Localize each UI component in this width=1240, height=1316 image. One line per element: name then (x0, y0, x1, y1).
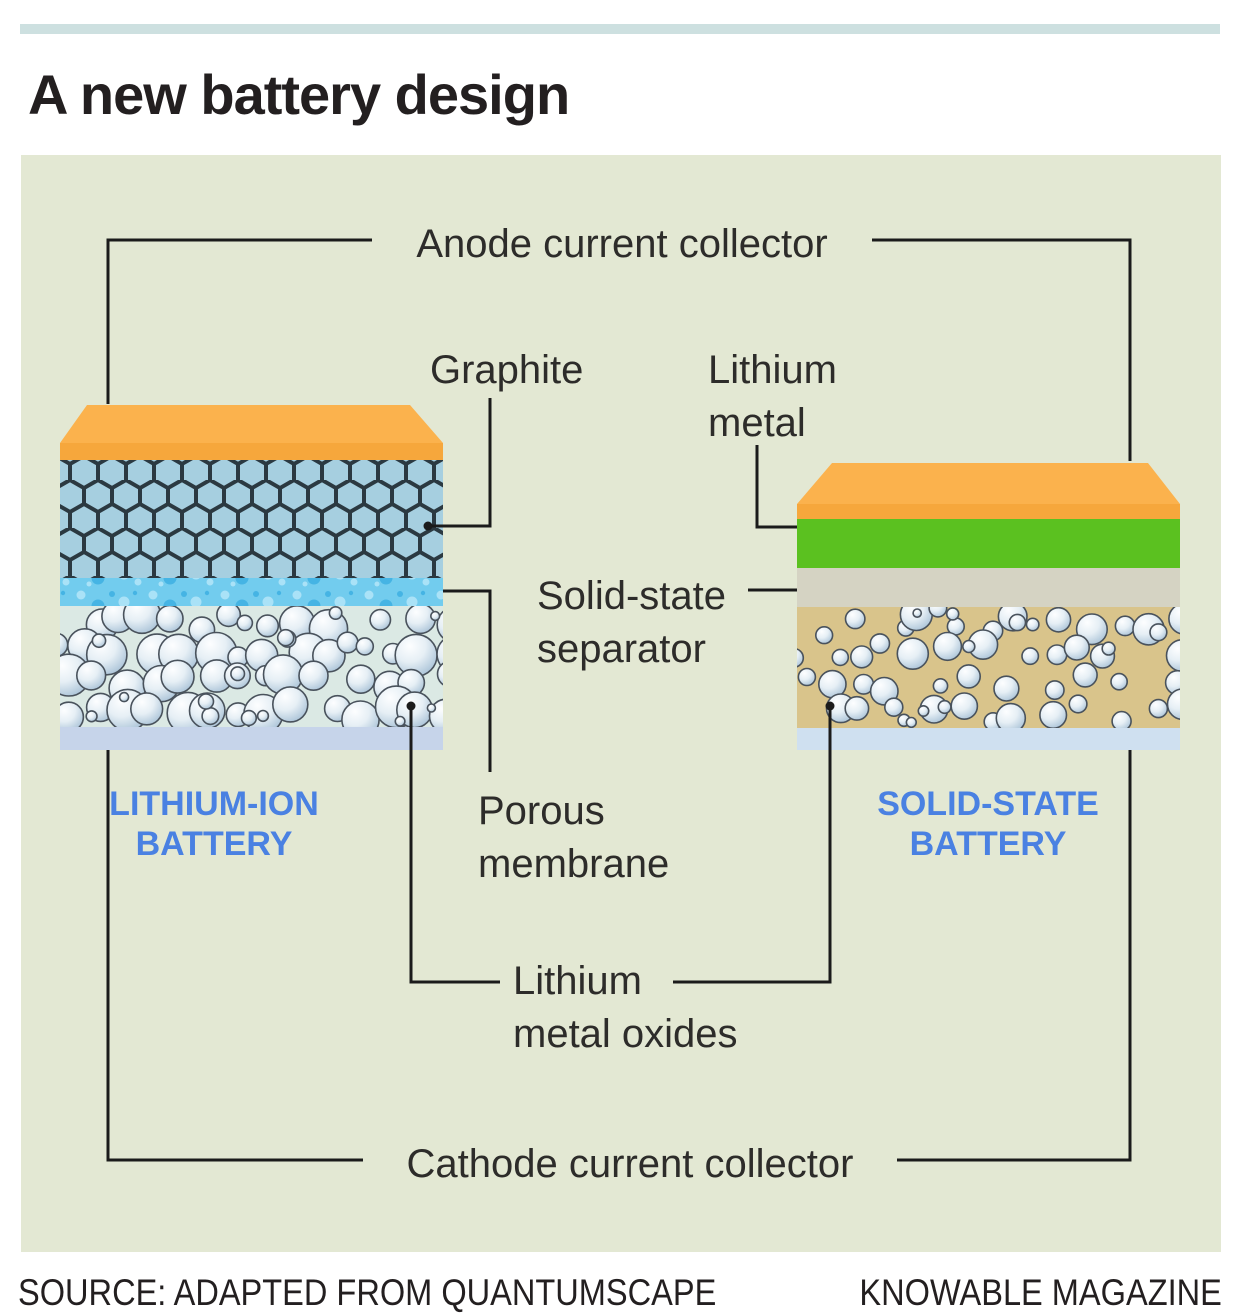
top-accent-bar (20, 24, 1220, 34)
label-cathode-current-collector: Cathode current collector (406, 1142, 854, 1186)
connector-oxides-left (409, 706, 500, 984)
connector-graphite (428, 398, 492, 528)
credit-text: KNOWABLE MAGAZINE (859, 1272, 1222, 1313)
cathode-collector-layer-right (797, 728, 1180, 750)
connector-oxides-right-dot (825, 701, 835, 711)
connector-porous-membrane (443, 589, 492, 772)
label-porous-membrane: Porous membrane (478, 789, 670, 887)
source-text: SOURCE: ADAPTED FROM QUANTUMSCAPE (18, 1272, 717, 1313)
page-title: A new battery design (28, 63, 570, 126)
connector-lines (106, 238, 1132, 1162)
lithium-metal-oxides-layer-right (797, 607, 1180, 728)
connector-lithium-metal (755, 445, 797, 529)
graphite-layer (60, 460, 443, 578)
label-graphite: Graphite (430, 348, 584, 392)
porous-membrane-layer (60, 578, 443, 606)
connector-anode-left (106, 238, 372, 404)
label-lithium-metal: Lithium metal (708, 348, 837, 446)
anode-collector-top-face-right (797, 463, 1180, 504)
lithium-metal-oxides-layer-left (60, 606, 443, 727)
battery-solid-state (797, 463, 1180, 750)
connector-anode-right (872, 238, 1132, 461)
cathode-collector-layer-left (60, 727, 443, 750)
anode-collector-front-right (797, 504, 1180, 519)
lithium-metal-layer (797, 519, 1180, 568)
battery-name-solid-state: SOLID-STATE BATTERY (877, 785, 1099, 864)
label-lithium-metal-oxides: Lithium metal oxides (513, 959, 738, 1057)
connector-oxides-left-dot (406, 701, 416, 711)
label-anode-current-collector: Anode current collector (416, 222, 828, 266)
battery-name-lithium-ion: LITHIUM-ION BATTERY (109, 785, 319, 864)
label-solid-state-separator: Solid-state separator (537, 574, 726, 672)
connector-graphite-dot (423, 521, 433, 531)
solid-state-separator-layer (797, 568, 1180, 607)
connector-cathode-right (897, 750, 1132, 1162)
connector-cathode-left (106, 750, 363, 1162)
connector-oxides-right (673, 706, 832, 984)
anode-collector-front-left (60, 443, 443, 460)
anode-collector-top-face-left (60, 405, 443, 443)
battery-lithium-ion (60, 405, 443, 750)
